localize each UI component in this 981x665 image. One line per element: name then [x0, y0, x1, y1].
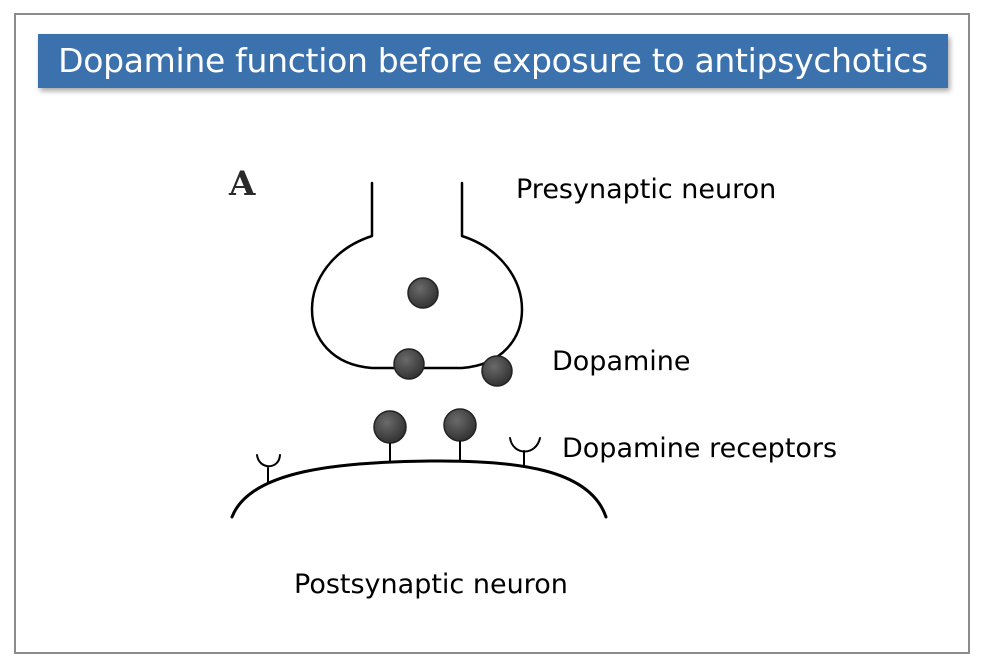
- slide-frame: [14, 13, 970, 654]
- title-bar: Dopamine function before exposure to ant…: [38, 34, 948, 88]
- dopamine-molecule-bound-2: [443, 408, 477, 442]
- postsynaptic-label: Postsynaptic neuron: [294, 569, 568, 600]
- dopamine-label: Dopamine: [552, 346, 691, 377]
- receptor-unbound-left: [256, 454, 281, 484]
- dopamine-molecule-vesicle: [407, 277, 439, 309]
- receptors-label: Dopamine receptors: [562, 433, 838, 464]
- presynaptic-label: Presynaptic neuron: [516, 174, 777, 205]
- dopamine-molecule-bound-1: [373, 410, 407, 444]
- receptor-unbound-right: [509, 437, 541, 467]
- slide-title: Dopamine function before exposure to ant…: [58, 41, 928, 80]
- postsynaptic-membrane: [230, 459, 608, 519]
- dopamine-molecule-release: [393, 348, 425, 380]
- dopamine-molecule-cleft: [481, 355, 513, 387]
- presynaptic-terminal: [310, 181, 524, 370]
- panel-letter: A: [229, 164, 256, 204]
